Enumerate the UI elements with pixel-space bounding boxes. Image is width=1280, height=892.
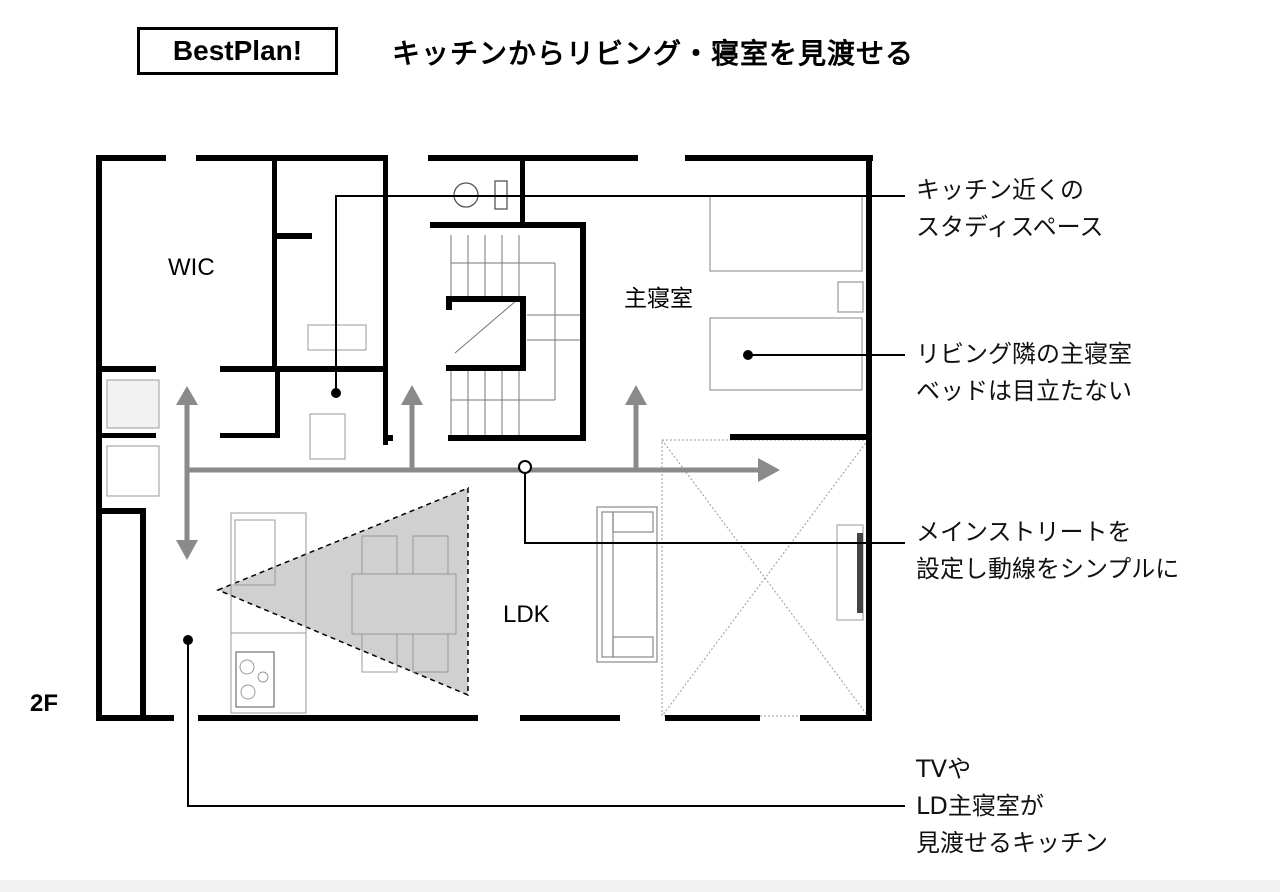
callout-line: 見渡せるキッチン bbox=[916, 829, 1108, 857]
tv bbox=[857, 533, 863, 613]
room-label-master-bedroom: 主寝室 bbox=[624, 286, 693, 312]
utility-fixtures bbox=[106, 324, 367, 497]
callout-line: TVや bbox=[916, 755, 972, 783]
callout-line: キッチン近くの bbox=[916, 176, 1084, 204]
callout-line: 設定し動線をシンプルに bbox=[916, 555, 1180, 583]
callout-main-street: メインストリートを 設定し動線をシンプルに bbox=[916, 514, 1179, 588]
staircase bbox=[450, 235, 585, 435]
page-title: キッチンからリビング・寝室を見渡せる bbox=[392, 37, 915, 70]
footer-strip bbox=[0, 880, 1280, 892]
callout-kitchen-view: TVや LD主寝室が 見渡せるキッチン bbox=[916, 751, 1108, 862]
walls bbox=[96, 155, 873, 721]
callout-study-space: キッチン近くの スタディスペース bbox=[916, 172, 1103, 246]
room-label-ldk: LDK bbox=[503, 601, 550, 628]
floor-label: 2F bbox=[30, 690, 59, 717]
dining-set bbox=[351, 535, 457, 673]
beds bbox=[709, 195, 864, 391]
sofa bbox=[596, 506, 658, 663]
callout-line: スタディスペース bbox=[916, 213, 1104, 241]
bestplan-badge: BestPlan! bbox=[137, 27, 338, 75]
callout-lines bbox=[187, 195, 905, 807]
callout-line: ベッドは目立たない bbox=[916, 377, 1132, 405]
callout-master-bedroom: リビング隣の主寝室 ベッドは目立たない bbox=[916, 336, 1132, 410]
room-label-wic: WIC bbox=[168, 254, 215, 281]
callout-line: リビング隣の主寝室 bbox=[916, 340, 1132, 368]
callout-dots bbox=[183, 350, 753, 645]
callout-line: LD主寝室が bbox=[916, 792, 1044, 820]
callout-line: メインストリートを bbox=[916, 518, 1132, 546]
circulation-arrows bbox=[176, 385, 780, 560]
kitchen-counter bbox=[230, 512, 307, 714]
kitchen-view-cone bbox=[216, 486, 469, 697]
main-street-marker bbox=[518, 460, 532, 474]
